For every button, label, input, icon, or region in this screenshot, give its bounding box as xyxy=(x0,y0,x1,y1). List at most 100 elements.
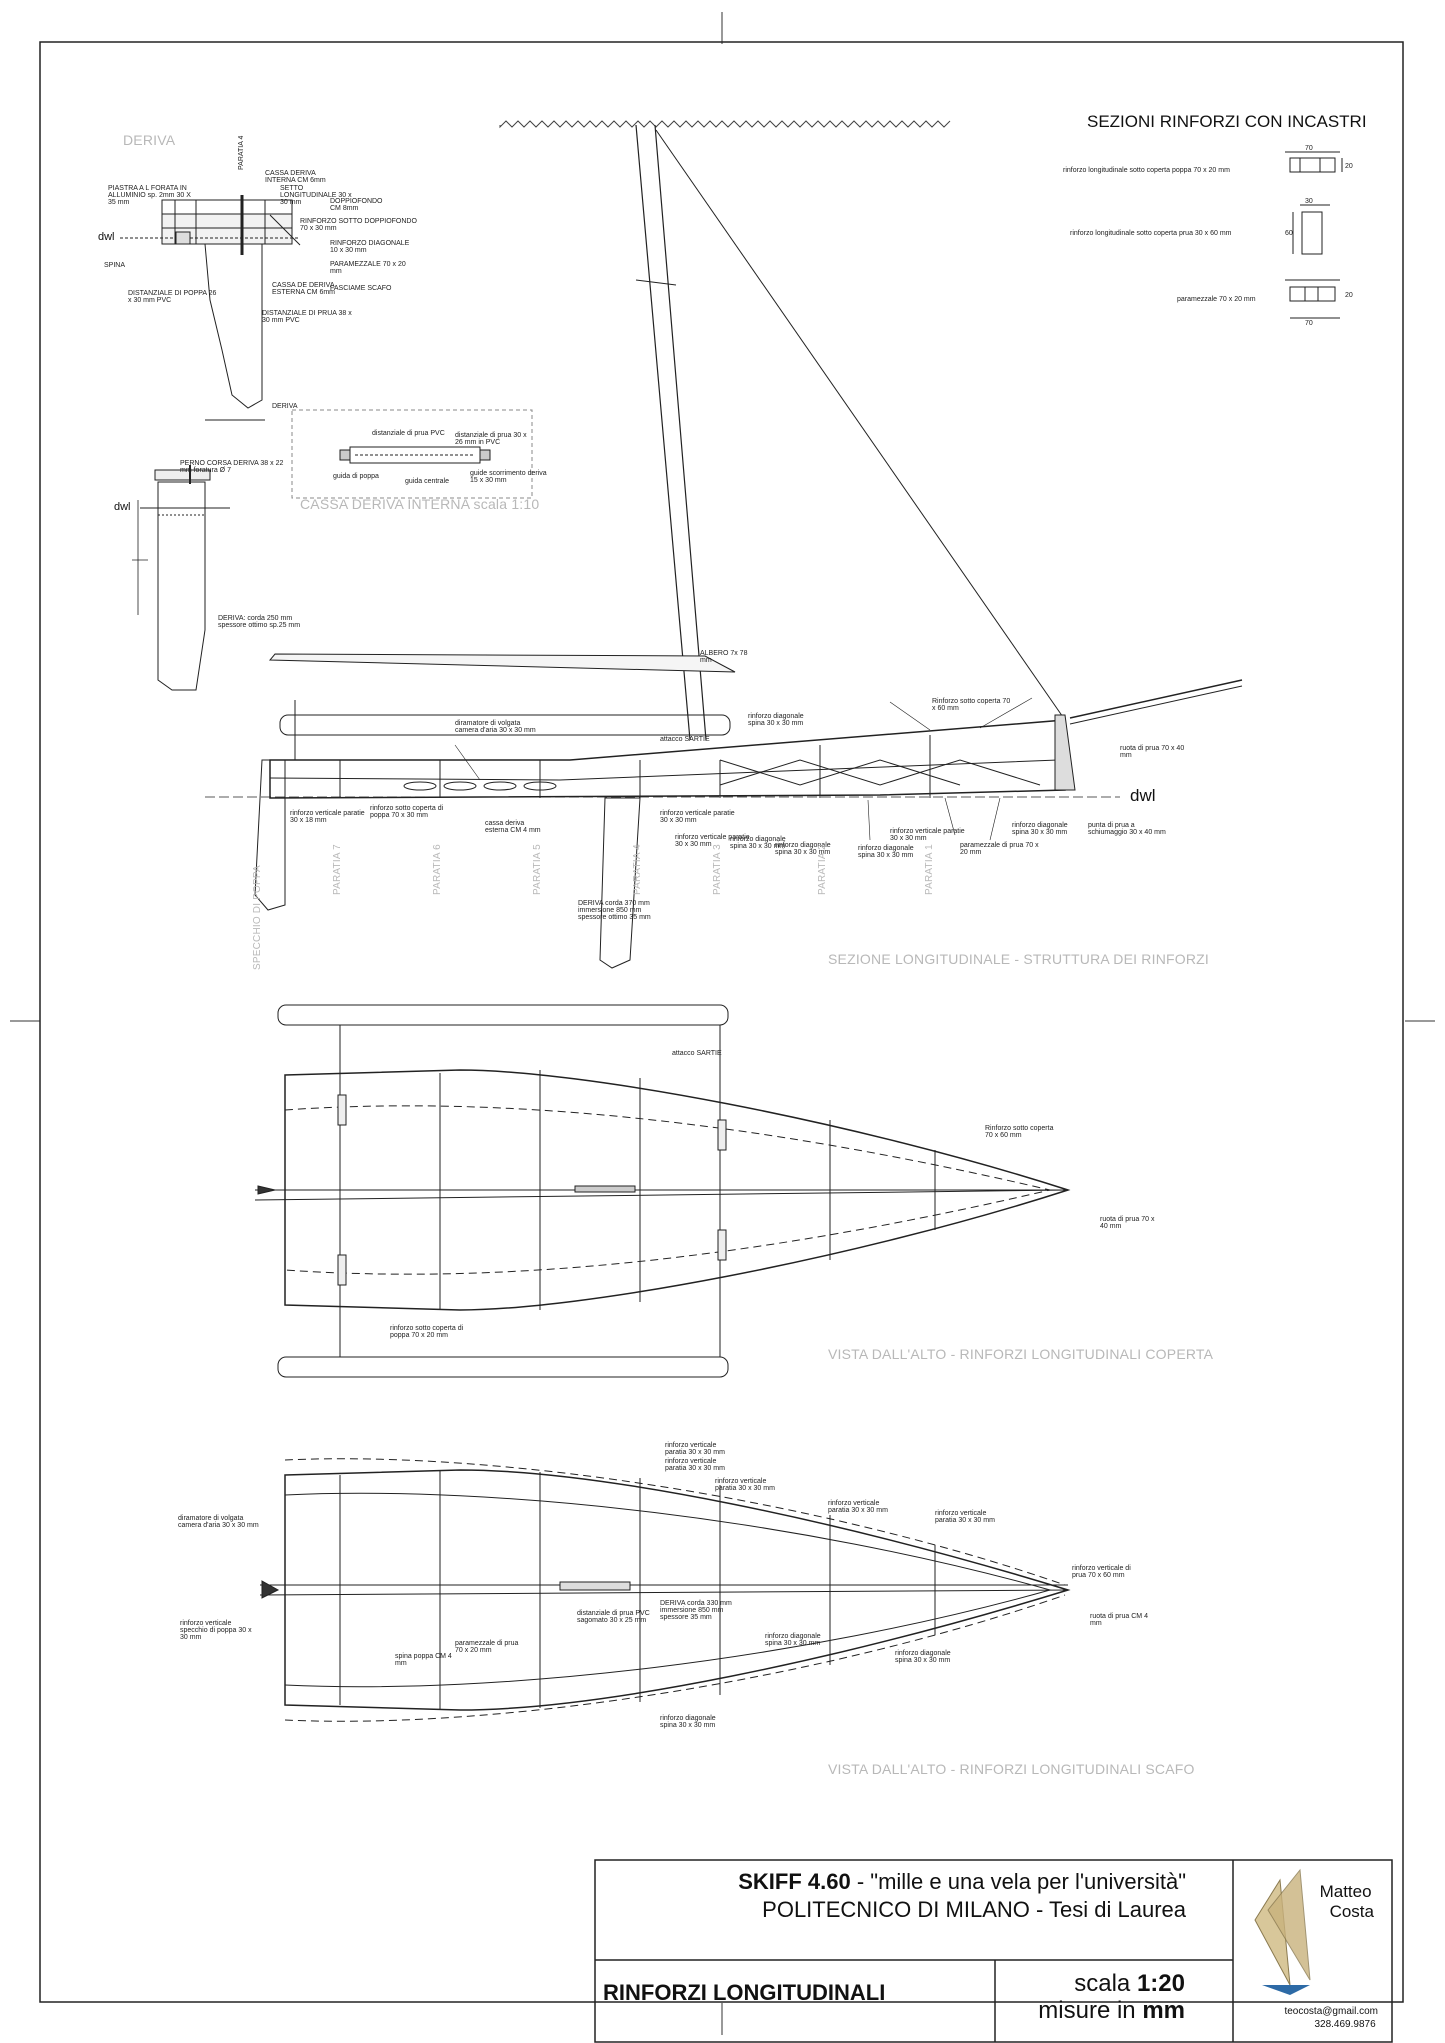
cassa-note-guide-scorr: guide scorrimento deriva 15 x 30 mm xyxy=(470,470,547,484)
side-note-rinf-diag2: rinforzo diagonale spina 30 x 30 mm xyxy=(730,836,786,850)
section-dim-w3: 70 xyxy=(1305,320,1313,327)
bulkhead-7: PARATIA 7 xyxy=(332,844,343,895)
sail-logo xyxy=(1254,1868,1311,1995)
hull-view-title: VISTA DALL'ALTO - RINFORZI LONGITUDINALI… xyxy=(828,1761,1195,1777)
units-value: mm xyxy=(1142,1997,1185,2024)
side-note-rinf-vert4: rinforzo verticale paratie 30 x 30 mm xyxy=(890,828,965,842)
side-view xyxy=(205,120,1243,969)
units-prefix: misure in xyxy=(1038,1997,1143,2024)
email: teocosta@gmail.com xyxy=(1284,2006,1378,2017)
scale-prefix: scala xyxy=(1074,1970,1137,1997)
bulkhead-1: PARATIA 1 xyxy=(924,844,935,895)
top-view-hull xyxy=(259,1458,1071,1722)
section-label-3: paramezzale 70 x 20 mm xyxy=(1177,296,1256,303)
deck-note-attacco: attacco SARTIE xyxy=(672,1050,722,1057)
bulkhead-4: PARATIA 4 xyxy=(632,844,643,895)
side-dwl: dwl xyxy=(1130,786,1156,805)
hull-note-spina-poppa: spina poppa CM 4 mm xyxy=(395,1653,452,1667)
side-note-rinf-diag3: rinforzo diagonale spina 30 x 30 mm xyxy=(775,842,831,856)
author-first: Matteo xyxy=(1319,1882,1372,1901)
bulkhead-5: PARATIA 5 xyxy=(532,844,543,895)
side-note-ghirlanda: diramatore di volgata camera d'aria 30 x… xyxy=(455,720,536,734)
deriva-note-doppiofondo: DOPPIOFONDO CM 8mm xyxy=(330,198,383,212)
hull-note-ruota: ruota di prua CM 4 mm xyxy=(1090,1613,1148,1627)
deck-note-ruota: ruota di prua 70 x 40 mm xyxy=(1100,1216,1155,1230)
hull-note-rinf-diag3: rinforzo diagonale spina 30 x 30 mm xyxy=(895,1650,951,1664)
hull-note-paramezzale: paramezzale di prua 70 x 20 mm xyxy=(455,1640,519,1654)
bulkhead-specchio: SPECCHIO DI POPPA xyxy=(252,865,263,970)
side-note-punta-prua: punta di prua a schiumaggio 30 x 40 mm xyxy=(1088,822,1166,836)
title-project: SKIFF 4.60 xyxy=(738,1869,851,1894)
hull-note-rinf-diag1: rinforzo diagonale spina 30 x 30 mm xyxy=(765,1633,821,1647)
title-block-frame xyxy=(594,1859,1393,2043)
section-dim-w2: 30 xyxy=(1305,198,1313,205)
title-block: SKIFF 4.60 - "mille e una vela per l'uni… xyxy=(595,1860,1392,2042)
deriva-note-piastra: PIASTRA A L FORATA IN ALLUMINIO sp. 2mm … xyxy=(108,185,191,206)
bulkhead-3: PARATIA 3 xyxy=(712,844,723,895)
side-note-attacco-sartie: attacco SARTIE xyxy=(660,736,710,743)
deck-note-rinf-coperta: Rinforzo sotto coperta 70 x 60 mm xyxy=(985,1125,1054,1139)
hull-note-deriva: DERIVA corda 330 mm immersione 850 mm sp… xyxy=(660,1600,732,1621)
side-note-rinf-vert: rinforzo verticale paratie 30 x 18 mm xyxy=(290,810,365,824)
deriva-note-paramezz: PARAMEZZALE 70 x 20 mm xyxy=(330,261,406,275)
bulkhead-2: PARATIA 2 xyxy=(817,844,828,895)
side-note-paramezzale: paramezzale di prua 70 x 20 mm xyxy=(960,842,1039,856)
section-dim-h3: 20 xyxy=(1345,292,1353,299)
deriva-note-fasciame: FASCIAME SCAFO xyxy=(330,285,392,292)
side-note-cassa-deriva: cassa deriva esterna CM 4 mm xyxy=(485,820,541,834)
deriva-note-cassa-est: CASSA DE DERIVA ESTERNA CM 6mm xyxy=(272,282,336,296)
side-note-rinf-vert3: rinforzo verticale paratie 30 x 30 mm xyxy=(675,834,750,848)
deck-view-title: VISTA DALL'ALTO - RINFORZI LONGITUDINALI… xyxy=(828,1346,1214,1362)
title-line-1: SKIFF 4.60 - "mille e una vela per l'uni… xyxy=(738,1868,1186,1896)
hull-note-rinf-vert-poppa: rinforzo verticale specchio di poppa 30 … xyxy=(180,1620,252,1641)
deriva-note-dist-poppa: DISTANZIALE DI POPPA 26 x 30 mm PVC xyxy=(128,290,217,304)
scale-block: scala 1:20 misure in mm xyxy=(990,1970,1185,2024)
side-note-ruota-prua: ruota di prua 70 x 40 mm xyxy=(1120,745,1185,759)
deriva-dwl-2: dwl xyxy=(114,501,131,513)
sections-title: SEZIONI RINFORZI CON INCASTRI xyxy=(1087,112,1367,131)
deriva-note-deriva: DERIVA xyxy=(272,403,298,410)
title-line-2: POLITECNICO DI MILANO - Tesi di Laurea xyxy=(762,1897,1186,1922)
hull-note-rinf-vert5: rinforzo verticale paratia 30 x 30 mm xyxy=(665,1458,725,1472)
hull-note-rinf-vert3: rinforzo verticale paratia 30 x 30 mm xyxy=(828,1500,888,1514)
cassa-deriva-title: CASSA DERIVA INTERNA scala 1:10 xyxy=(300,496,540,512)
author-last: Costa xyxy=(1329,1902,1374,1921)
deriva-detail xyxy=(120,195,301,691)
deriva-note-dist-prua: DISTANZIALE DI PRUA 38 x 30 mm PVC xyxy=(262,310,352,324)
sheet-border xyxy=(39,41,1404,2003)
deriva-note-paratia4: PARATIA 4 xyxy=(238,135,245,170)
side-note-deriva: DERIVA corda 370 mm immersione 850 mm sp… xyxy=(578,900,651,921)
section-label-2: rinforzo longitudinale sotto coperta pru… xyxy=(1070,230,1232,237)
title-subtitle: - "mille e una vela per l'università" xyxy=(850,1869,1186,1894)
deriva-note-cassa-int: CASSA DERIVA INTERNA CM 6mm xyxy=(265,170,326,184)
cassa-note-dist-prua2: distanziale di prua 30 x 26 mm in PVC xyxy=(455,432,527,446)
deriva-note-rinf-doppio: RINFORZO SOTTO DOPPIOFONDO 70 x 30 mm xyxy=(300,218,417,232)
hull-note-rinf-vert2: rinforzo verticale paratia 30 x 30 mm xyxy=(715,1478,775,1492)
side-note-rinf-diag4: rinforzo diagonale spina 30 x 30 mm xyxy=(858,845,914,859)
section-dim-h2: 60 xyxy=(1285,230,1293,237)
side-note-rinf-diag-spina: rinforzo diagonale spina 30 x 30 mm xyxy=(748,713,804,727)
sheet-title: RINFORZI LONGITUDINALI xyxy=(603,1980,886,2005)
scale-value: 1:20 xyxy=(1136,1970,1185,1997)
cassa-note-guida-centrale: guida centrale xyxy=(405,478,449,485)
sections-details xyxy=(1285,151,1343,319)
section-label-1: rinforzo longitudinale sotto coperta pop… xyxy=(1063,167,1230,174)
side-view-title: SEZIONE LONGITUDINALE - STRUTTURA DEI RI… xyxy=(828,951,1210,967)
cassa-deriva-detail xyxy=(291,409,533,499)
author-block: Matteo Costa xyxy=(1320,1882,1374,1922)
side-note-rinf-diag5: rinforzo diagonale spina 30 x 30 mm xyxy=(1012,822,1068,836)
title-main: SKIFF 4.60 - "mille e una vela per l'uni… xyxy=(738,1868,1186,1924)
hull-note-ghirlanda: diramatore di volgata camera d'aria 30 x… xyxy=(178,1515,259,1529)
hull-note-rinf-vert1: rinforzo verticale paratia 30 x 30 mm xyxy=(665,1442,725,1456)
deriva-note-spina: SPINA xyxy=(104,262,126,269)
hull-note-rinf-diag2: rinforzo diagonale spina 30 x 30 mm xyxy=(660,1715,716,1729)
cassa-note-dist-prua: distanziale di prua PVC xyxy=(372,430,445,437)
side-note-albero: ALBERO 7x 78 mm xyxy=(700,650,748,664)
side-note-rinf-sotto-coperta: Rinforzo sotto coperta 70 x 60 mm xyxy=(932,698,1011,712)
hull-note-rinf-vert-prua: rinforzo verticale di prua 70 x 60 mm xyxy=(1072,1565,1131,1579)
top-view-deck xyxy=(254,1004,1071,1378)
contact-block: teocosta@gmail.com 328.469.9876 xyxy=(1284,2005,1378,2031)
section-dim-h1: 20 xyxy=(1345,163,1353,170)
hull-note-rinf-vert4: rinforzo verticale paratia 30 x 30 mm xyxy=(935,1510,995,1524)
